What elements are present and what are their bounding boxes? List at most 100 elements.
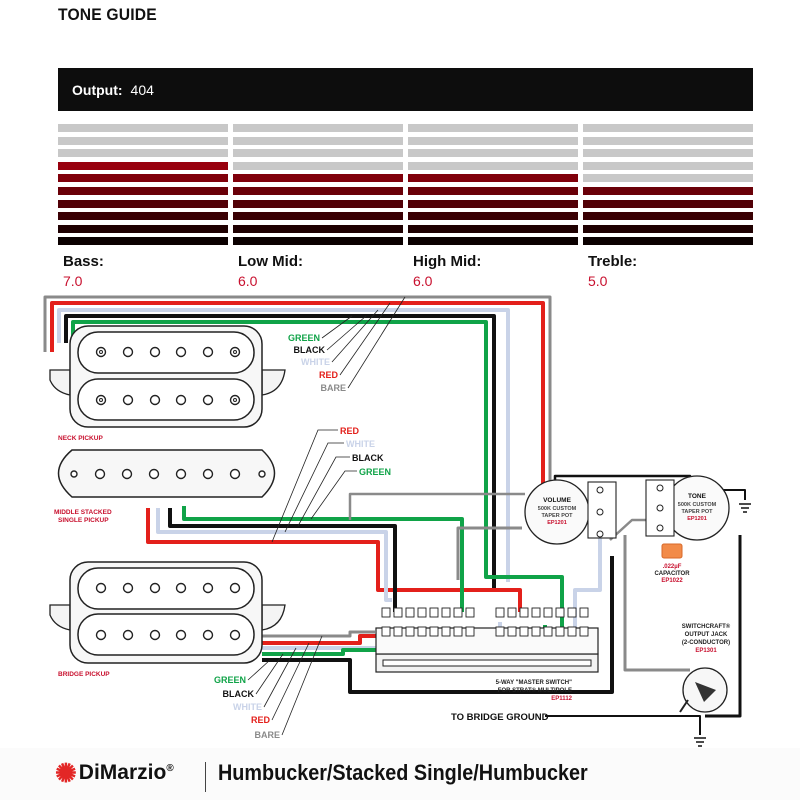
jack-label-3: (2-CONDUCTOR) bbox=[682, 640, 730, 646]
wire-neck-green bbox=[71, 320, 564, 635]
tone-bar bbox=[408, 199, 578, 208]
tone-bar bbox=[408, 237, 578, 246]
tone-bar bbox=[58, 186, 228, 195]
svg-text:BLACK: BLACK bbox=[294, 345, 326, 355]
svg-text:WHITE: WHITE bbox=[301, 357, 330, 367]
tone-bar bbox=[58, 124, 228, 132]
switch-lug bbox=[405, 626, 415, 637]
footer-separator bbox=[205, 762, 206, 792]
switch-lug bbox=[543, 607, 553, 618]
switch-lug bbox=[453, 626, 463, 637]
neck-wire-labels: GREEN BLACK WHITE RED BARE bbox=[288, 333, 346, 393]
tone-bars-bass bbox=[58, 124, 228, 250]
five-way-switch bbox=[375, 607, 599, 673]
wire-pot-link bbox=[553, 474, 692, 486]
tone-bar bbox=[233, 186, 403, 195]
tone-bar bbox=[233, 149, 403, 158]
svg-text:RED: RED bbox=[251, 715, 271, 725]
wire-switch-white bbox=[540, 530, 602, 667]
volume-pot bbox=[524, 479, 617, 545]
switch-lug bbox=[531, 626, 541, 637]
wire-bridge-bare bbox=[255, 630, 375, 638]
switch-label-2: FOR STRAT® MULTIPOLE bbox=[498, 687, 572, 694]
volume-label: VOLUME bbox=[543, 497, 571, 504]
capacitor-label-1: .022µF bbox=[663, 564, 682, 570]
svg-text:BARE: BARE bbox=[254, 730, 280, 740]
footer-title: Humbucker/Stacked Single/Humbucker bbox=[218, 760, 588, 785]
switch-lug bbox=[381, 607, 391, 618]
wire-jack-black bbox=[705, 535, 742, 718]
tone-bar bbox=[408, 174, 578, 183]
switch-lug bbox=[519, 626, 529, 637]
tone-bars-treble bbox=[583, 124, 753, 250]
tone-bar bbox=[408, 186, 578, 195]
tone-bar bbox=[408, 212, 578, 221]
middle-single-pickup bbox=[57, 449, 276, 498]
tone-label-bass: Bass: bbox=[63, 253, 104, 270]
switch-lug bbox=[579, 626, 589, 637]
svg-text:RED: RED bbox=[340, 426, 360, 436]
switch-lug bbox=[429, 607, 439, 618]
volume-spec-2: TAPER POT bbox=[541, 513, 573, 519]
switch-lug bbox=[567, 607, 577, 618]
svg-text:WHITE: WHITE bbox=[233, 702, 262, 712]
switch-lug bbox=[531, 607, 541, 618]
wire-middle-red bbox=[146, 508, 522, 612]
tone-bar bbox=[58, 136, 228, 145]
tone-bar bbox=[233, 136, 403, 145]
tone-bar bbox=[233, 224, 403, 233]
volume-spec-1: 500K CUSTOM bbox=[538, 506, 577, 512]
switch-lug bbox=[567, 626, 577, 637]
tone-value-treble: 5.0 bbox=[588, 273, 608, 289]
output-bar: Output: 404 bbox=[58, 68, 753, 111]
tone-bar bbox=[58, 174, 228, 183]
wire-switch-gray bbox=[348, 492, 525, 520]
wire-neck-black bbox=[64, 314, 496, 588]
brand-name: DiMarzio bbox=[78, 761, 167, 784]
switch-label-1: 5-WAY "MASTER SWITCH" bbox=[496, 680, 573, 686]
tone-bar bbox=[58, 237, 228, 246]
wire-bridge-green bbox=[262, 625, 547, 656]
tone-bar bbox=[233, 212, 403, 221]
switch-lug bbox=[381, 626, 391, 637]
wire-bridge-black bbox=[262, 556, 614, 694]
tone-label-high-mid: High Mid: bbox=[413, 253, 482, 270]
wire-neck-bare bbox=[43, 295, 552, 489]
switch-lug bbox=[543, 626, 553, 637]
svg-text:BLACK: BLACK bbox=[352, 453, 384, 463]
switch-lug bbox=[465, 626, 475, 637]
switch-lug bbox=[507, 626, 517, 637]
tone-pot-spec-2: TAPER POT bbox=[681, 509, 713, 515]
wire-bridge-ground bbox=[545, 715, 701, 735]
svg-text:BARE: BARE bbox=[320, 383, 346, 393]
switch-lug bbox=[519, 607, 529, 618]
wire-ground bbox=[700, 489, 746, 500]
tone-bar bbox=[58, 224, 228, 233]
tone-bar bbox=[583, 224, 753, 233]
tone-label-low-mid: Low Mid: bbox=[238, 253, 303, 270]
switch-lug bbox=[465, 607, 475, 618]
svg-text:BLACK: BLACK bbox=[223, 689, 255, 699]
tone-bar bbox=[583, 186, 753, 195]
tone-bars-low-mid bbox=[233, 124, 403, 250]
tone-label-treble: Treble: bbox=[588, 253, 638, 270]
switch-lug bbox=[417, 607, 427, 618]
tone-bar bbox=[583, 149, 753, 158]
capacitor-part: EP1022 bbox=[661, 578, 683, 584]
svg-text:GREEN: GREEN bbox=[288, 333, 320, 343]
tone-bar bbox=[583, 199, 753, 208]
tone-bar bbox=[58, 212, 228, 221]
tone-bar bbox=[583, 212, 753, 221]
svg-text:GREEN: GREEN bbox=[359, 467, 391, 477]
bridge-pickup-label: BRIDGE PICKUP bbox=[58, 671, 110, 678]
switch-lug bbox=[441, 607, 451, 618]
jack-label-1: SWITCHCRAFT® bbox=[682, 623, 731, 630]
wire-neck-red bbox=[50, 301, 545, 489]
tone-bar bbox=[408, 149, 578, 158]
output-jack bbox=[679, 503, 751, 747]
neck-humbucker bbox=[49, 325, 286, 428]
tone-bar bbox=[408, 124, 578, 132]
tone-bar bbox=[58, 161, 228, 170]
tone-bar bbox=[408, 161, 578, 170]
wire-middle-black bbox=[168, 508, 397, 612]
